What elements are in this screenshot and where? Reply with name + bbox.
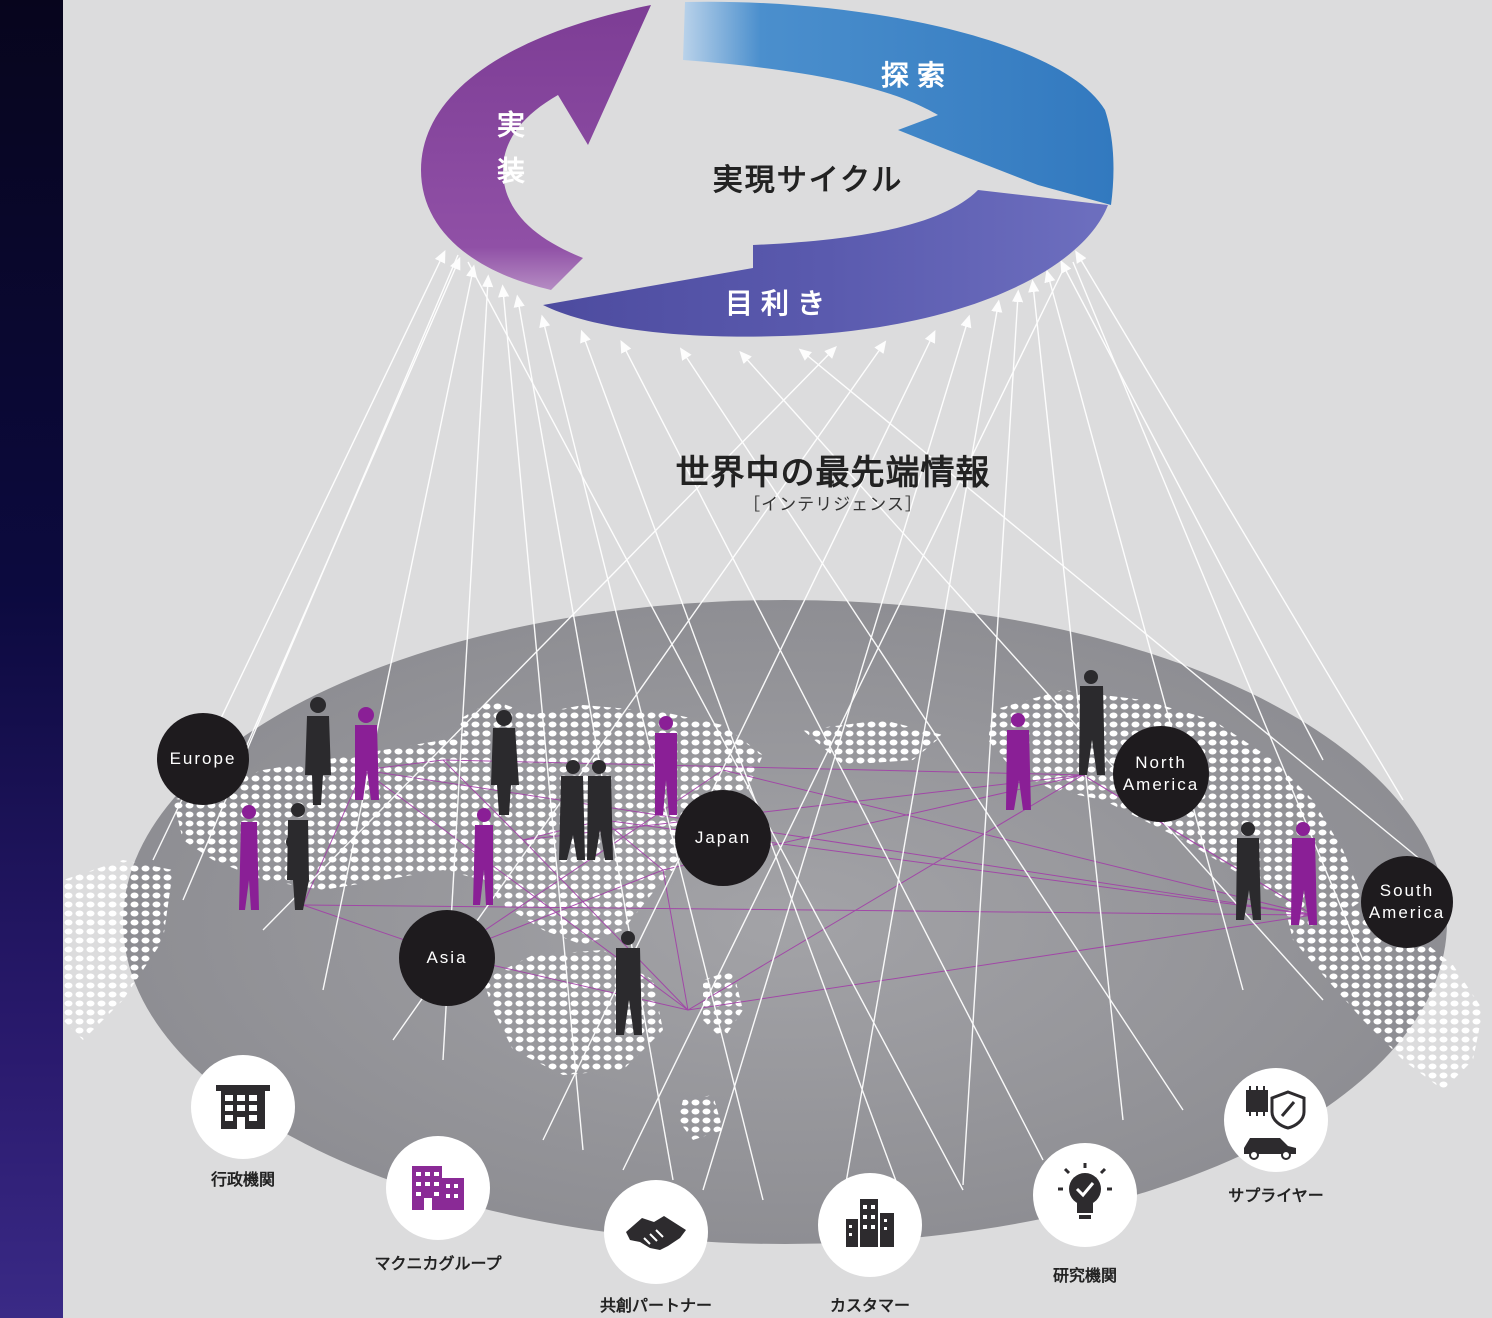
region-japan-badge: Japan	[675, 790, 771, 886]
evaluate-arc	[543, 190, 1108, 337]
chip-shield-car-icon	[1244, 1086, 1306, 1160]
explore-arc	[683, 1, 1114, 206]
region-south-america-badge: South America	[1361, 856, 1453, 948]
group-node	[386, 1136, 490, 1240]
suppliers-label: サプライヤー	[1228, 1186, 1324, 1205]
research-node	[1033, 1143, 1137, 1247]
region-north-america-badge: North America	[1113, 726, 1209, 822]
intelligence-title: 世界中の最先端情報	[675, 453, 991, 493]
office-building-icon	[216, 1085, 270, 1129]
partners-node	[604, 1180, 708, 1284]
group-label: マクニカグループ	[374, 1254, 502, 1273]
cycle-implement-label: 実装	[493, 110, 526, 202]
customers-node	[818, 1173, 922, 1277]
research-label: 研究機関	[1052, 1266, 1117, 1285]
government-label: 行政機関	[210, 1170, 275, 1189]
realization-cycle	[421, 1, 1114, 337]
customers-label: カスタマー	[829, 1296, 910, 1315]
region-asia-badge: Asia	[399, 910, 495, 1006]
cycle-evaluate-label: 目利き	[725, 287, 834, 320]
suppliers-node	[1224, 1068, 1328, 1172]
handshake-icon	[626, 1216, 686, 1250]
cycle-explore-label: 探索	[881, 59, 954, 92]
company-buildings-icon	[412, 1166, 464, 1210]
government-node	[191, 1055, 295, 1159]
intelligence-subtitle: ［インテリジェンス］	[743, 495, 923, 515]
intelligence-diagram: 探索 実装 目利き 実現サイクル 世界中の最先端情報 ［インテリジェンス］ Eu…	[63, 0, 1492, 1318]
region-europe-badge: Europe	[157, 713, 249, 805]
implement-arc	[421, 5, 651, 290]
intelligence-lines	[152, 249, 1434, 1201]
cycle-center-title: 実現サイクル	[712, 163, 904, 198]
left-accent-band	[0, 0, 63, 1318]
lightbulb-icon	[1058, 1163, 1112, 1219]
city-buildings-icon	[846, 1199, 894, 1247]
partners-label: 共創パートナー	[599, 1296, 712, 1315]
people-silhouettes	[239, 670, 1317, 1035]
